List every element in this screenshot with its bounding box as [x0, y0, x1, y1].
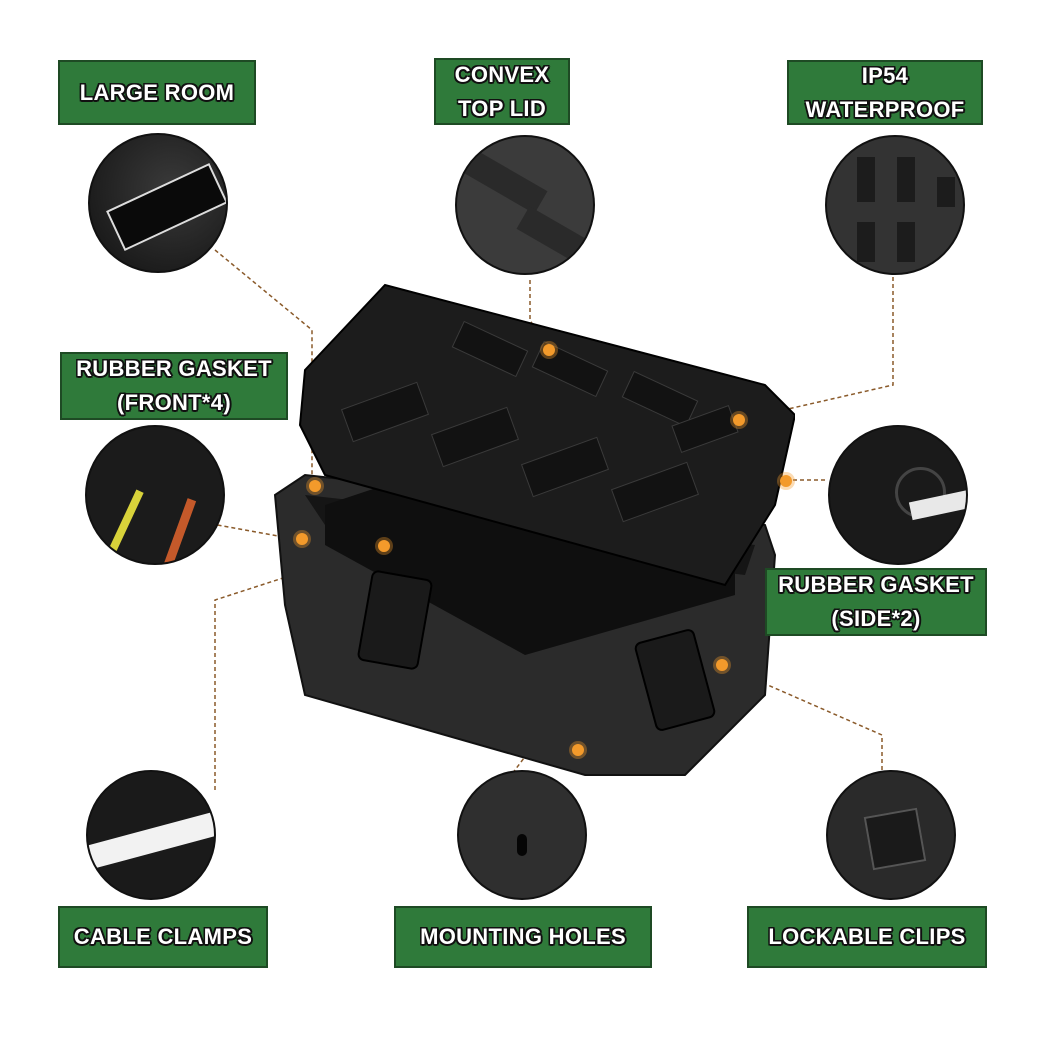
- label-text-line2: (SIDE*2): [831, 606, 921, 631]
- label-rubber-gasket-front: RUBBER GASKET (FRONT*4): [60, 352, 288, 420]
- label-text-line1: IP54: [861, 62, 909, 88]
- detail-ip54-waterproof: [825, 135, 965, 275]
- detail-cable-clamps: [86, 770, 216, 900]
- label-text: MOUNTING HOLES: [420, 924, 626, 949]
- label-text-line1: RUBBER GASKET: [76, 356, 272, 381]
- label-ip54-waterproof: IP54 WATERPROOF: [787, 60, 983, 125]
- detail-lockable-clips: [826, 770, 956, 900]
- callout-dot-gasket-side: [780, 475, 792, 487]
- callout-dot-lockable-clips: [716, 659, 728, 671]
- detail-convex-top-lid: [455, 135, 595, 275]
- label-text: LOCKABLE CLIPS: [768, 924, 966, 949]
- label-large-room: LARGE ROOM: [58, 60, 256, 125]
- label-text-line1: RUBBER GASKET: [778, 572, 974, 597]
- detail-rubber-gasket-side: [828, 425, 968, 565]
- label-text: CABLE CLAMPS: [73, 924, 253, 949]
- callout-dot-convex-top-lid: [543, 344, 555, 356]
- label-lockable-clips: LOCKABLE CLIPS: [747, 906, 987, 968]
- callout-dot-gasket-front-a: [296, 533, 308, 545]
- junction-box-product-image: [273, 283, 795, 776]
- callout-dot-mounting-holes: [572, 744, 584, 756]
- label-text-line2: TOP LID: [457, 95, 547, 121]
- label-text-line2: (FRONT*4): [117, 390, 231, 415]
- callout-dot-ip54: [733, 414, 745, 426]
- detail-mounting-holes: [457, 770, 587, 900]
- detail-large-room: [88, 133, 228, 273]
- label-cable-clamps: CABLE CLAMPS: [58, 906, 268, 968]
- callout-dot-large-room: [309, 480, 321, 492]
- label-convex-top-lid: CONVEX TOP LID: [434, 58, 570, 125]
- label-text: LARGE ROOM: [79, 79, 235, 105]
- label-text-line1: CONVEX: [454, 61, 550, 87]
- label-rubber-gasket-side: RUBBER GASKET (SIDE*2): [765, 568, 987, 636]
- label-text-line2: WATERPROOF: [805, 96, 965, 122]
- callout-dot-gasket-front-b: [378, 540, 390, 552]
- label-mounting-holes: MOUNTING HOLES: [394, 906, 652, 968]
- detail-rubber-gasket-front: [85, 425, 225, 565]
